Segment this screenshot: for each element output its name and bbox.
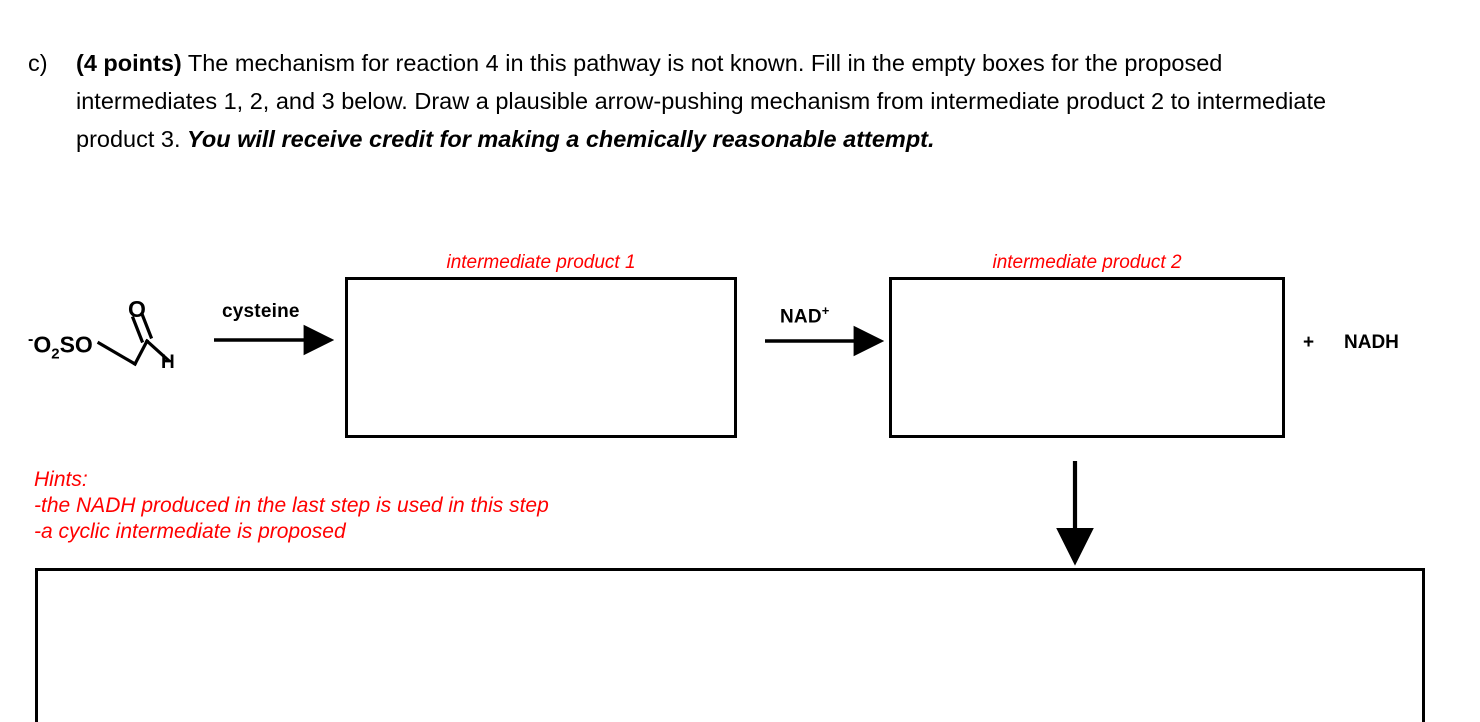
intermediate-product-2-label: intermediate product 2 [992,252,1182,273]
sulfonate-so: SO [59,331,93,358]
hint-line-2: -a cyclic intermediate is proposed [34,520,346,543]
intermediate-product-2-box[interactable] [889,277,1285,438]
sulfonate-group-label: -O2SO [28,331,93,362]
sulfonate-minus-charge: - [28,331,34,348]
hints-block: Hints: -the NADH produced in the last st… [34,467,549,545]
question-text: (4 points) The mechanism for reaction 4 … [76,44,1348,158]
question-points: (4 points) [76,50,182,76]
nad-text: NAD [780,306,822,328]
nad-plus-superscript: + [821,303,830,318]
reagent-nad-plus-label: NAD+ [780,303,830,328]
sulfonate-subscript-2: 2 [51,345,60,363]
byproduct-plus-sign: + [1303,332,1315,353]
intermediate-product-1-box[interactable] [345,277,737,438]
aldehyde-hydrogen-label: H [161,352,175,373]
question-emphasis-text: You will receive credit for making a che… [187,126,935,152]
question-block: c) (4 points) The mechanism for reaction… [28,44,1348,158]
reagent-cysteine-label: cysteine [222,301,300,322]
carbonyl-oxygen-label: O [128,296,146,322]
mechanism-answer-box[interactable] [35,568,1425,722]
question-body-text: The mechanism for reaction 4 in this pat… [76,50,1327,152]
question-row: c) (4 points) The mechanism for reaction… [28,44,1348,158]
hint-line-1: -the NADH produced in the last step is u… [34,494,549,517]
intermediate-product-1-label: intermediate product 1 [446,252,636,273]
question-marker: c) [28,50,48,76]
sulfonate-o: O [33,331,52,358]
byproduct-nadh-label: NADH [1344,332,1399,353]
hints-title: Hints: [34,468,88,491]
